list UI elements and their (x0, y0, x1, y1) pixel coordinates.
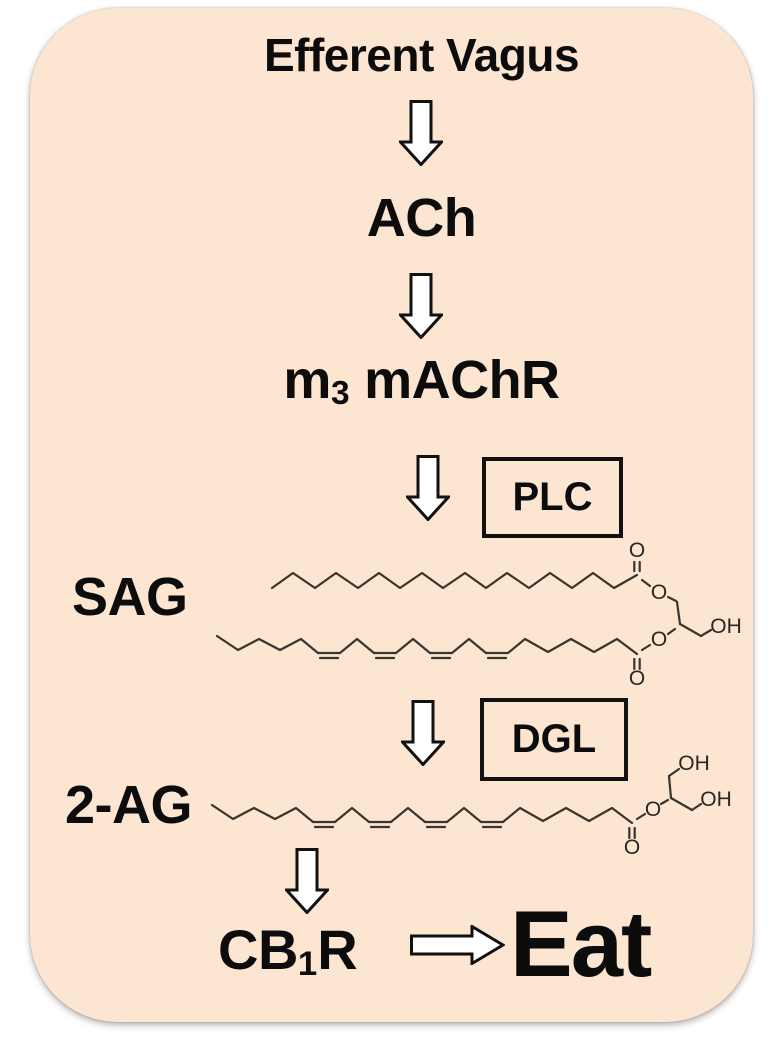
atom-label-o: O (629, 667, 645, 690)
down-arrow-icon (401, 700, 445, 766)
enzyme-box-plc: PLC (482, 457, 623, 538)
node-2ag: 2-AG (65, 775, 193, 835)
sag-structure-drawing: O O OH O O (215, 539, 742, 690)
atom-label-o: O (624, 836, 640, 859)
atom-label-o: O (651, 628, 667, 651)
down-arrow-icon (285, 848, 329, 914)
pathway-card: Efferent Vagus ACh m3 mAChR PLC SAG O O (30, 8, 753, 1022)
node-efferent-vagus: Efferent Vagus (263, 29, 580, 81)
atom-label-o: O (629, 539, 645, 562)
atom-label-oh: OH (710, 615, 742, 638)
cb1r-subscript: 1 (297, 945, 318, 984)
atom-label-oh: OH (678, 752, 710, 775)
cb1r-post: R (317, 918, 358, 981)
m3-pre: m (283, 350, 331, 410)
enzyme-plc-label: PLC (512, 475, 593, 519)
node-ach: ACh (366, 188, 477, 248)
down-arrow-icon (399, 273, 443, 339)
cb1r-pre: CB (218, 918, 298, 981)
node-cb1r: CB1R (218, 922, 358, 984)
m3-subscript: 3 (330, 375, 350, 413)
atom-label-o: O (645, 798, 661, 821)
node-sag: SAG (72, 567, 188, 627)
right-arrow-icon (410, 925, 505, 965)
node-m3-machr: m3 mAChR (30, 353, 783, 411)
2ag-structure-drawing: O O OH OH (210, 752, 732, 859)
down-arrow-icon (399, 100, 443, 166)
node-eat: Eat (510, 891, 652, 996)
atom-label-o: O (651, 581, 667, 604)
down-arrow-icon (406, 455, 450, 521)
m3-post: mAChR (349, 350, 560, 410)
enzyme-dgl-label: DGL (511, 717, 597, 761)
atom-label-oh: OH (700, 788, 732, 811)
enzyme-box-dgl: DGL (480, 698, 628, 781)
